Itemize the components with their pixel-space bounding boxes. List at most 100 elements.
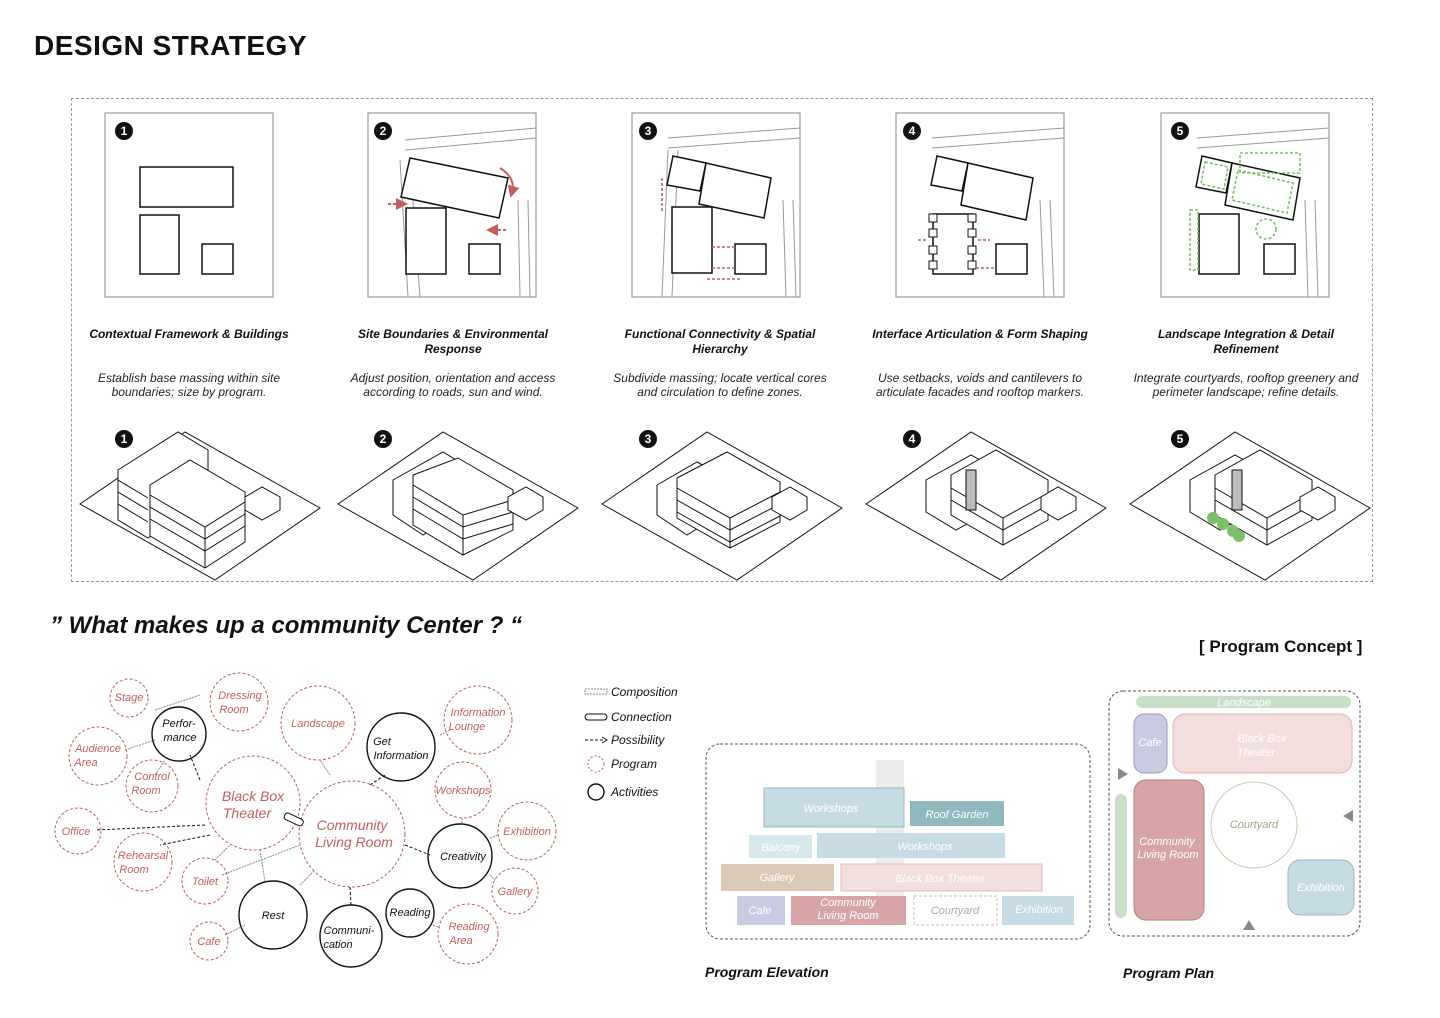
svg-text:Balcony: Balcony — [761, 842, 802, 854]
svg-text:Exhibition: Exhibition — [503, 826, 551, 838]
svg-text:mance: mance — [163, 732, 196, 744]
svg-text:Landscape: Landscape — [1217, 697, 1271, 709]
svg-text:Black Box Theater: Black Box Theater — [895, 873, 986, 885]
svg-text:Stage: Stage — [115, 692, 144, 704]
connection-link — [283, 812, 304, 827]
svg-text:Connection: Connection — [611, 710, 672, 724]
svg-text:Cafe: Cafe — [197, 936, 220, 948]
axon-3 — [601, 431, 843, 581]
svg-text:Rehearsal: Rehearsal — [118, 850, 169, 862]
composition-links — [124, 694, 499, 936]
step-4-title: Interface Articulation & Form Shaping — [872, 327, 1088, 341]
step-numbers-top: 1 2 3 4 5 — [115, 122, 1189, 140]
program-bubbles — [54, 672, 557, 965]
step-2-desc: Adjust position, orientation and access … — [350, 371, 556, 399]
svg-text:5: 5 — [1177, 124, 1184, 138]
program-plan-label: Program Plan — [1123, 965, 1215, 981]
svg-text:Exhibition: Exhibition — [1297, 882, 1345, 894]
svg-text:Workshops: Workshops — [435, 785, 491, 797]
svg-text:Exhibition: Exhibition — [1015, 904, 1063, 916]
strategy-frame — [71, 98, 1373, 582]
svg-text:Cafe: Cafe — [748, 905, 771, 917]
svg-text:1: 1 — [121, 432, 128, 446]
svg-text:Toilet: Toilet — [192, 876, 219, 888]
svg-text:Cafe: Cafe — [1138, 737, 1161, 749]
svg-text:2: 2 — [380, 124, 387, 138]
step-4-desc: Use setbacks, voids and cantilevers to a… — [875, 371, 1085, 399]
axon-4 — [865, 431, 1107, 581]
svg-text:Courtyard: Courtyard — [931, 905, 980, 917]
step-5-plan — [1160, 112, 1330, 298]
svg-text:Gallery: Gallery — [760, 872, 796, 884]
step-4-plan — [895, 112, 1065, 298]
svg-text:3: 3 — [645, 432, 652, 446]
svg-text:Community: Community — [820, 897, 877, 909]
svg-text:Lounge: Lounge — [449, 721, 486, 733]
svg-text:Theater: Theater — [223, 805, 273, 821]
step-5-title: Landscape Integration & Detail Refinemen… — [1157, 327, 1335, 356]
svg-text:Living Room: Living Room — [315, 834, 393, 850]
svg-text:Reading: Reading — [449, 921, 491, 933]
svg-text:Room: Room — [119, 864, 148, 876]
svg-text:Perfor-: Perfor- — [162, 718, 196, 730]
svg-text:Area: Area — [73, 757, 97, 769]
svg-text:Possibility: Possibility — [611, 733, 665, 747]
svg-text:Living Room: Living Room — [817, 910, 878, 922]
svg-text:Roof Garden: Roof Garden — [926, 809, 989, 821]
step-numbers-bottom: 1 2 3 4 5 — [115, 430, 1189, 448]
axon-5 — [1129, 431, 1371, 581]
svg-text:Workshops: Workshops — [897, 841, 953, 853]
page-title: DESIGN STRATEGY — [34, 30, 308, 61]
svg-text:5: 5 — [1177, 432, 1184, 446]
program-concept-label: [ Program Concept ] — [1199, 637, 1363, 656]
svg-text:Workshops: Workshops — [803, 803, 859, 815]
svg-text:Office: Office — [62, 826, 91, 838]
step-2-plan — [367, 112, 537, 298]
svg-text:Rest: Rest — [262, 910, 286, 922]
legend: Composition Connection Possibility Progr… — [584, 685, 678, 801]
svg-text:4: 4 — [909, 124, 916, 138]
svg-text:cation: cation — [323, 939, 352, 951]
svg-text:Composition: Composition — [611, 685, 678, 699]
strategy-diagrams: 1 2 3 4 5 1 2 3 4 5 — [79, 112, 1371, 581]
svg-text:Information: Information — [450, 707, 505, 719]
svg-text:Audience: Audience — [74, 743, 121, 755]
step-1-desc: Establish base massing within site bound… — [97, 371, 281, 399]
step-5-desc: Integrate courtyards, rooftop greenery a… — [1133, 371, 1359, 399]
step-3-title: Functional Connectivity & Spatial Hierar… — [624, 327, 816, 356]
svg-text:Room: Room — [131, 785, 160, 797]
svg-text:3: 3 — [645, 124, 652, 138]
svg-text:2: 2 — [380, 432, 387, 446]
step-3-desc: Subdivide massing; locate vertical cores… — [613, 371, 827, 399]
svg-text:Information: Information — [373, 750, 428, 762]
axon-1 — [79, 431, 321, 581]
program-elevation: Workshops Roof Garden Balcony Workshops … — [705, 743, 1091, 940]
step-3-plan — [631, 112, 801, 298]
axon-models — [79, 431, 1371, 581]
svg-text:Courtyard: Courtyard — [1230, 819, 1279, 831]
possibility-links — [94, 754, 431, 906]
svg-text:Program: Program — [611, 757, 657, 771]
svg-text:Gallery: Gallery — [498, 886, 534, 898]
svg-text:Activities: Activities — [610, 785, 658, 799]
svg-text:Living Room: Living Room — [1137, 849, 1198, 861]
svg-text:Community: Community — [317, 817, 389, 833]
svg-text:Communi-: Communi- — [324, 925, 375, 937]
svg-text:1: 1 — [121, 124, 128, 138]
svg-text:Black Box: Black Box — [1238, 733, 1287, 745]
step-1-title: Contextual Framework & Buildings — [89, 327, 289, 341]
svg-text:Control: Control — [134, 771, 170, 783]
question-heading: ” What makes up a community Center ? “ — [50, 612, 523, 639]
svg-text:Creativity: Creativity — [440, 851, 487, 863]
step-2-title: Site Boundaries & Environmental Response — [357, 327, 549, 356]
svg-text:Reading: Reading — [390, 907, 432, 919]
svg-text:Area: Area — [448, 935, 472, 947]
svg-text:Community: Community — [1139, 836, 1196, 848]
svg-text:Theater: Theater — [1237, 747, 1276, 759]
axon-2 — [337, 431, 579, 581]
svg-text:Landscape: Landscape — [291, 718, 345, 730]
svg-text:Room: Room — [219, 704, 248, 716]
